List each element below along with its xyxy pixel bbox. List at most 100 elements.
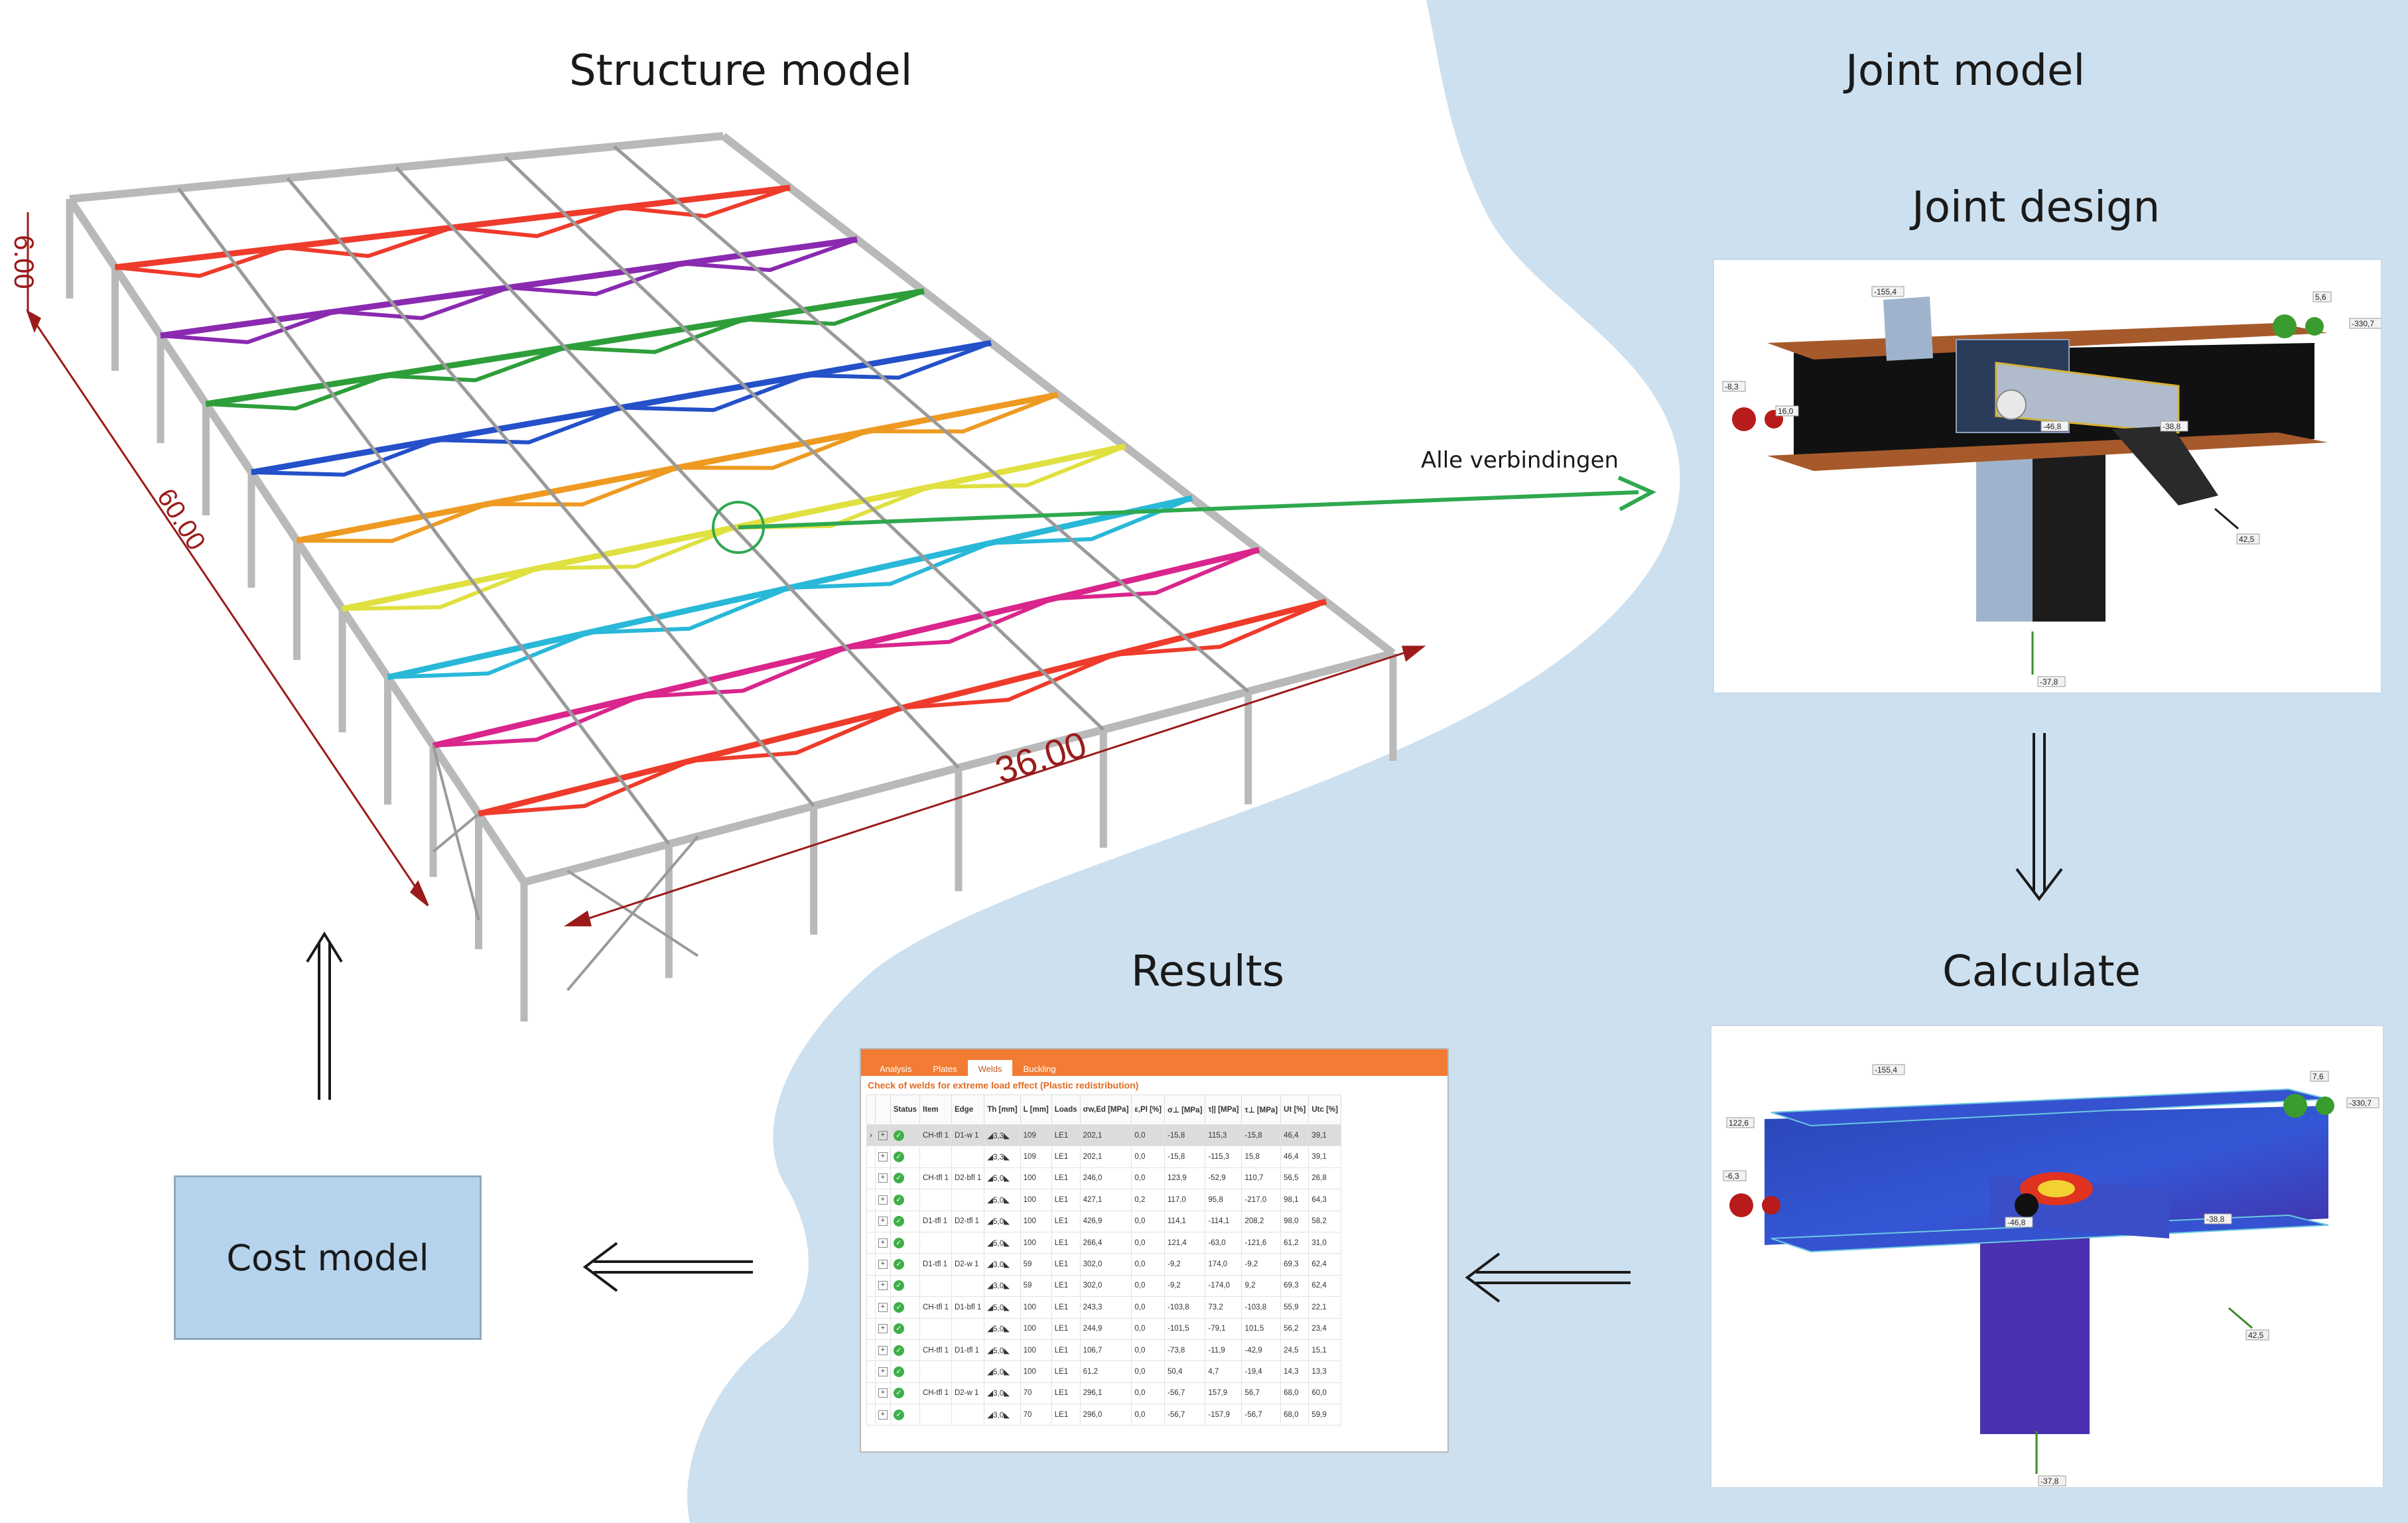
column-header[interactable]: Status [890, 1094, 921, 1125]
expand-toggle[interactable]: + [874, 1360, 891, 1383]
cell-l: 100 [1020, 1167, 1052, 1190]
plus-icon[interactable]: + [878, 1238, 888, 1248]
column-header[interactable]: Item [919, 1094, 952, 1125]
row-selector[interactable] [866, 1146, 876, 1168]
row-selector[interactable] [866, 1274, 876, 1297]
plus-icon[interactable]: + [878, 1410, 888, 1420]
expand-toggle[interactable]: + [874, 1124, 891, 1147]
column-header[interactable]: τ|| [MPa] [1205, 1094, 1242, 1125]
column-header[interactable] [866, 1094, 876, 1125]
column-header[interactable]: ε,Pl [%] [1131, 1094, 1166, 1125]
status-cell: ✓ [890, 1189, 921, 1211]
row-selector[interactable] [866, 1382, 876, 1405]
cell-edge: D2-w 1 [951, 1253, 985, 1276]
row-selector[interactable] [866, 1339, 876, 1362]
cell-edge: D2-bfl 1 [951, 1167, 985, 1190]
row-selector[interactable] [866, 1167, 876, 1190]
plus-icon[interactable]: + [878, 1173, 888, 1183]
expand-toggle[interactable]: + [874, 1189, 891, 1211]
plus-icon[interactable]: + [878, 1366, 888, 1376]
column-header[interactable]: Th [mm] [984, 1094, 1021, 1125]
column-header[interactable]: σw,Ed [MPa] [1079, 1094, 1132, 1125]
joint-design-render: -155,45,6-330,7-8,316,0-46,8-38,842,5-37… [1722, 286, 2381, 687]
expand-toggle[interactable]: + [874, 1382, 891, 1405]
cell-t2: -15,8 [1241, 1124, 1282, 1147]
cell-edge [951, 1360, 985, 1383]
plus-icon[interactable]: + [878, 1217, 888, 1226]
cell-t2: 208,2 [1241, 1210, 1282, 1232]
value-label-box [2204, 1213, 2232, 1225]
row-selector[interactable]: › [866, 1124, 876, 1147]
plus-icon[interactable]: + [878, 1302, 888, 1312]
cell-item: CH-tfl 1 [919, 1167, 952, 1190]
expand-toggle[interactable]: + [874, 1210, 891, 1232]
column-header[interactable]: L [mm] [1020, 1094, 1052, 1125]
row-selector[interactable] [866, 1404, 876, 1426]
row-selector[interactable] [866, 1210, 876, 1232]
plus-icon[interactable]: + [878, 1152, 888, 1162]
value-label: -37,8 [2040, 1477, 2059, 1486]
cell-ut: 98,1 [1280, 1189, 1309, 1211]
plus-icon[interactable]: + [878, 1388, 888, 1398]
value-label-box [1775, 405, 1799, 417]
expand-toggle[interactable]: + [874, 1274, 891, 1297]
roof-purlin [177, 187, 671, 845]
row-selector[interactable] [866, 1189, 876, 1211]
expand-toggle[interactable]: + [874, 1231, 891, 1254]
plus-icon[interactable]: + [878, 1260, 888, 1270]
cell-utc: 58,2 [1308, 1210, 1341, 1232]
row-selector[interactable] [866, 1296, 876, 1319]
results-tab-welds[interactable]: Welds [967, 1060, 1013, 1076]
plus-icon[interactable]: + [878, 1324, 888, 1334]
expand-toggle[interactable]: + [874, 1146, 891, 1168]
column-header[interactable]: Loads [1051, 1094, 1081, 1125]
column-header[interactable]: σ⊥ [MPa] [1164, 1094, 1206, 1125]
stress-result-render: -155,47,6-330,7122,6-6,3-46,8-38,842,5-3… [1723, 1064, 2379, 1487]
plus-icon[interactable]: + [878, 1130, 888, 1140]
row-selector[interactable] [866, 1253, 876, 1276]
row-selector[interactable] [866, 1317, 876, 1340]
plus-icon[interactable]: + [878, 1281, 888, 1291]
plus-icon[interactable]: + [878, 1195, 888, 1205]
cell-utc: 62,4 [1308, 1274, 1341, 1297]
column-header[interactable] [874, 1094, 891, 1125]
column-header[interactable]: Ut [%] [1280, 1094, 1309, 1125]
cell-loads: LE1 [1051, 1146, 1081, 1168]
expand-toggle[interactable]: + [874, 1317, 891, 1340]
expand-toggle[interactable]: + [874, 1404, 891, 1426]
expand-toggle[interactable]: + [874, 1339, 891, 1362]
column-header[interactable]: τ⊥ [MPa] [1241, 1094, 1282, 1125]
check-ok-icon: ✓ [893, 1237, 904, 1248]
row-selector[interactable] [866, 1360, 876, 1383]
results-tab-plates[interactable]: Plates [933, 1064, 957, 1074]
expand-toggle[interactable]: + [874, 1167, 891, 1190]
cell-th: ◢5,0◣ [984, 1360, 1021, 1383]
results-tab-analysis[interactable]: Analysis [880, 1064, 912, 1074]
expand-toggle[interactable]: + [874, 1296, 891, 1319]
results-tab-buckling[interactable]: Buckling [1023, 1064, 1056, 1074]
plus-icon[interactable]: + [878, 1345, 888, 1355]
column-header[interactable]: Edge [951, 1094, 985, 1125]
cell-ut: 68,0 [1280, 1382, 1309, 1405]
expand-toggle[interactable]: + [874, 1253, 891, 1276]
row-selector[interactable] [866, 1231, 876, 1254]
cell-ut: 69,3 [1280, 1253, 1309, 1276]
check-ok-icon: ✓ [893, 1409, 904, 1420]
column-header[interactable]: Utc [%] [1308, 1094, 1341, 1125]
cell-item [919, 1274, 952, 1297]
